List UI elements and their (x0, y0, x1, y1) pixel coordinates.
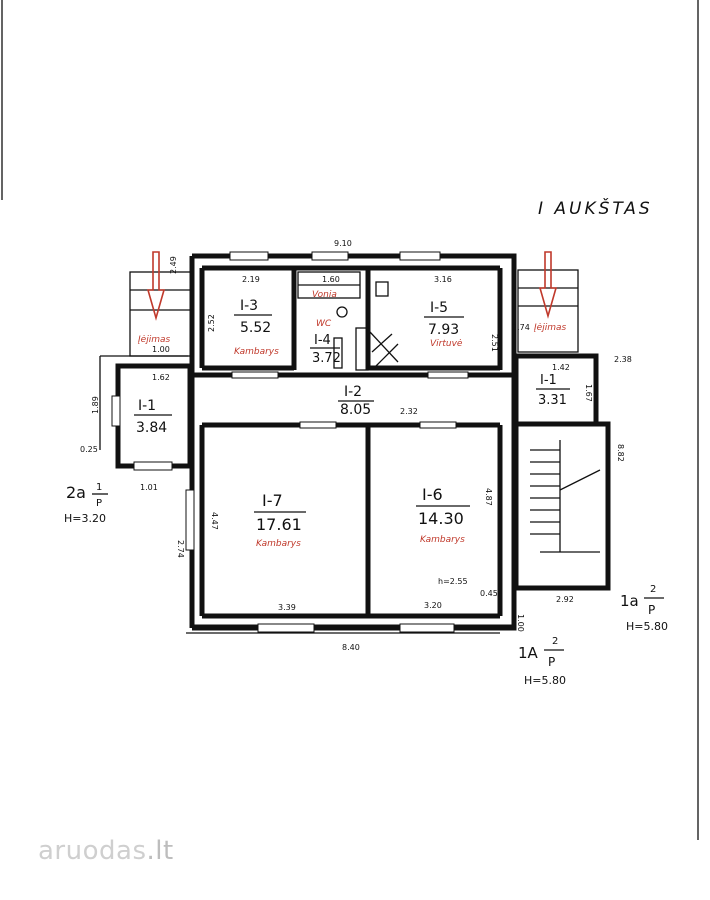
svg-text:8.05: 8.05 (340, 402, 371, 418)
svg-text:P: P (96, 498, 102, 509)
svg-text:1.67: 1.67 (584, 384, 593, 402)
svg-text:Kambarys: Kambarys (256, 539, 301, 549)
svg-text:8.82: 8.82 (616, 444, 625, 462)
entrance-right-arrow (538, 251, 558, 319)
room-I-6: I-6 14.30 Kambarys (416, 485, 470, 545)
svg-text:I-1: I-1 (540, 373, 557, 388)
svg-text:2.49: 2.49 (169, 256, 178, 274)
svg-text:2.32: 2.32 (400, 407, 418, 416)
svg-text:I-4: I-4 (314, 333, 331, 348)
svg-text:I-6: I-6 (422, 485, 443, 504)
svg-text:Vonia: Vonia (312, 290, 337, 300)
watermark-tld: .lt (146, 836, 174, 866)
svg-text:0.45: 0.45 (480, 589, 498, 598)
svg-text:Kambarys: Kambarys (234, 347, 279, 357)
svg-text:2.74: 2.74 (176, 540, 185, 558)
entrance-right-label: Įėjimas (533, 323, 566, 333)
svg-text:1: 1 (96, 482, 102, 493)
svg-text:2.74: 2.74 (512, 323, 530, 332)
svg-text:1A: 1A (518, 644, 539, 662)
svg-text:0.25: 0.25 (80, 445, 98, 454)
watermark: aruodas.lt (38, 836, 174, 866)
room-I-1-right: I-1 3.31 (536, 373, 570, 408)
room-I-2: I-2 8.05 (338, 384, 374, 418)
svg-text:2.38: 2.38 (614, 355, 632, 364)
svg-text:3.20: 3.20 (424, 601, 442, 610)
svg-text:I-7: I-7 (262, 491, 283, 510)
shaft-hatch (333, 281, 399, 371)
entrance-left-label: Įėjimas (137, 335, 170, 345)
svg-text:Kambarys: Kambarys (420, 535, 465, 545)
svg-text:H=5.80: H=5.80 (626, 620, 668, 633)
svg-text:I-1: I-1 (138, 398, 156, 414)
svg-text:Virtuvė: Virtuvė (430, 339, 463, 349)
room-I-7: I-7 17.61 Kambarys (254, 491, 306, 549)
partitions (199, 265, 503, 619)
svg-text:1a: 1a (620, 592, 639, 610)
svg-text:P: P (548, 655, 555, 669)
svg-text:1.60: 1.60 (322, 275, 340, 284)
svg-text:WC: WC (316, 319, 332, 329)
svg-text:14.30: 14.30 (418, 509, 464, 528)
svg-text:2.52: 2.52 (207, 314, 216, 332)
svg-text:2: 2 (650, 584, 656, 595)
svg-text:7.93: 7.93 (428, 322, 459, 338)
svg-text:1.00: 1.00 (152, 345, 170, 354)
section-mark-2a: 2a 1 P H=3.20 (64, 482, 108, 525)
room-I-3: I-3 5.52 Kambarys (234, 298, 279, 357)
svg-text:2: 2 (552, 636, 558, 647)
svg-text:8.40: 8.40 (342, 643, 360, 652)
svg-text:H=3.20: H=3.20 (64, 512, 106, 525)
svg-text:H=5.80: H=5.80 (524, 674, 566, 687)
svg-text:4.47: 4.47 (210, 512, 219, 530)
svg-text:3.72: 3.72 (312, 351, 341, 366)
entrance-left-arrow (146, 251, 166, 321)
svg-text:3.84: 3.84 (136, 420, 167, 436)
svg-text:1.89: 1.89 (91, 396, 100, 414)
svg-text:2.51: 2.51 (490, 334, 499, 352)
room-I-1-left: I-1 3.84 (134, 398, 172, 436)
svg-text:3.39: 3.39 (278, 603, 296, 612)
svg-text:I-2: I-2 (344, 384, 362, 400)
svg-text:h=2.55: h=2.55 (438, 577, 468, 586)
right-annex (513, 269, 611, 591)
svg-text:2.92: 2.92 (556, 595, 574, 604)
room-I-4: Vonia WC I-4 3.72 (310, 290, 341, 366)
svg-text:I-5: I-5 (430, 300, 448, 316)
svg-text:5.52: 5.52 (240, 320, 271, 336)
svg-text:1.62: 1.62 (152, 373, 170, 382)
svg-text:3.31: 3.31 (538, 393, 567, 408)
svg-text:2a: 2a (66, 483, 86, 502)
section-mark-1A: 1A 2 P H=5.80 (518, 636, 566, 687)
svg-text:2.19: 2.19 (242, 275, 260, 284)
svg-text:9.10: 9.10 (334, 239, 352, 248)
svg-text:1.42: 1.42 (552, 363, 570, 372)
svg-text:1.00: 1.00 (516, 614, 525, 632)
svg-text:17.61: 17.61 (256, 515, 302, 534)
dimensions: 9.10 8.40 2.49 2.19 1.60 3.16 2.52 2.51 … (80, 239, 632, 652)
watermark-brand: aruodas (38, 836, 147, 866)
svg-text:1.01: 1.01 (140, 483, 158, 492)
windows (185, 251, 469, 633)
svg-text:3.16: 3.16 (434, 275, 452, 284)
svg-text:I-3: I-3 (240, 298, 258, 314)
plan-title: I AUKŠTAS (538, 197, 653, 219)
room-I-5: I-5 7.93 Virtuvė (424, 300, 464, 349)
section-mark-1a: 1a 2 P H=5.80 (620, 584, 668, 633)
svg-text:P: P (648, 603, 655, 617)
svg-text:4.87: 4.87 (484, 488, 493, 506)
left-annex (99, 271, 193, 471)
